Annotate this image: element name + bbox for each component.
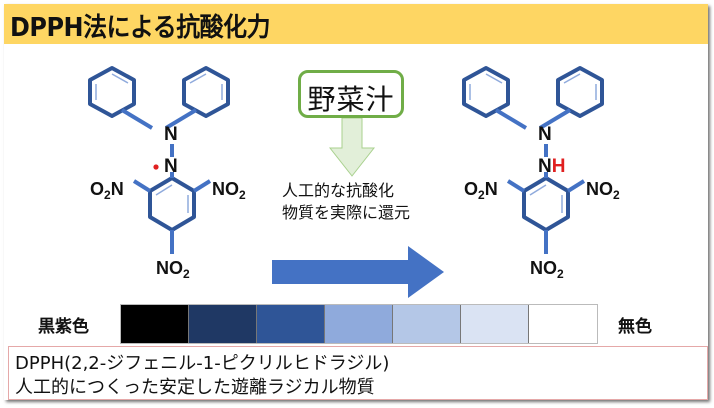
n-lower-label: N [164, 156, 178, 177]
reaction-arrow-icon [272, 246, 444, 298]
description-line-2: 物質を実際に還元 [282, 203, 411, 222]
nh-label: NH [538, 156, 565, 177]
n-upper-label: N [538, 124, 552, 145]
right-phenyl-ring [556, 66, 604, 118]
color-swatch-7 [529, 305, 597, 343]
dpph-radical-structure: N N O2N NO2 NO2 [88, 66, 246, 281]
black-purple-label: 黒紫色 [38, 317, 89, 337]
color-swatch-6 [461, 305, 529, 343]
color-swatch-4 [325, 305, 393, 343]
no2-left-label: O2N [464, 179, 498, 202]
color-swatch-3 [257, 305, 325, 343]
no2-right-label: NO2 [212, 179, 246, 202]
title-bar: DPPH法による抗酸化力 [4, 4, 708, 44]
radical-dot-icon [153, 164, 159, 170]
color-swatch-5 [393, 305, 461, 343]
vegetable-juice-box: 野菜汁 [298, 70, 404, 118]
page-title: DPPH法による抗酸化力 [10, 13, 271, 43]
dpph-info-box: DPPH(2,2-ジフェニル-1-ピクリルヒドラジル) 人工的につくった安定した… [8, 346, 708, 400]
reaction-description: 人工的な抗酸化 物質を実際に還元 [282, 180, 410, 224]
info-line-2: 人工的につくった安定した遊離ラジカル物質 [15, 377, 375, 398]
dpph-h-structure: N NH O2N NO2 NO2 [462, 66, 620, 281]
left-phenyl-ring [462, 66, 510, 118]
left-phenyl-ring [88, 66, 136, 118]
color-swatch-2 [189, 305, 257, 343]
n-upper-label: N [164, 124, 178, 145]
hydrogen-label: H [552, 156, 566, 177]
info-line-1: DPPH(2,2-ジフェニル-1-ピクリルヒドラジル) [15, 353, 390, 374]
description-line-1: 人工的な抗酸化 [282, 181, 395, 200]
down-arrow-icon [328, 118, 376, 177]
vegetable-juice-label: 野菜汁 [307, 83, 395, 116]
slide: DPPH法による抗酸化力 N N O2N NO2 [4, 4, 708, 400]
right-phenyl-ring [182, 66, 230, 118]
color-swatch-1 [121, 305, 189, 343]
colorless-label: 無色 [618, 317, 652, 337]
no2-bottom-label: NO2 [156, 258, 190, 281]
color-scale [120, 304, 598, 344]
no2-left-label: O2N [90, 179, 124, 202]
no2-bottom-label: NO2 [530, 258, 564, 281]
no2-right-label: NO2 [586, 179, 620, 202]
